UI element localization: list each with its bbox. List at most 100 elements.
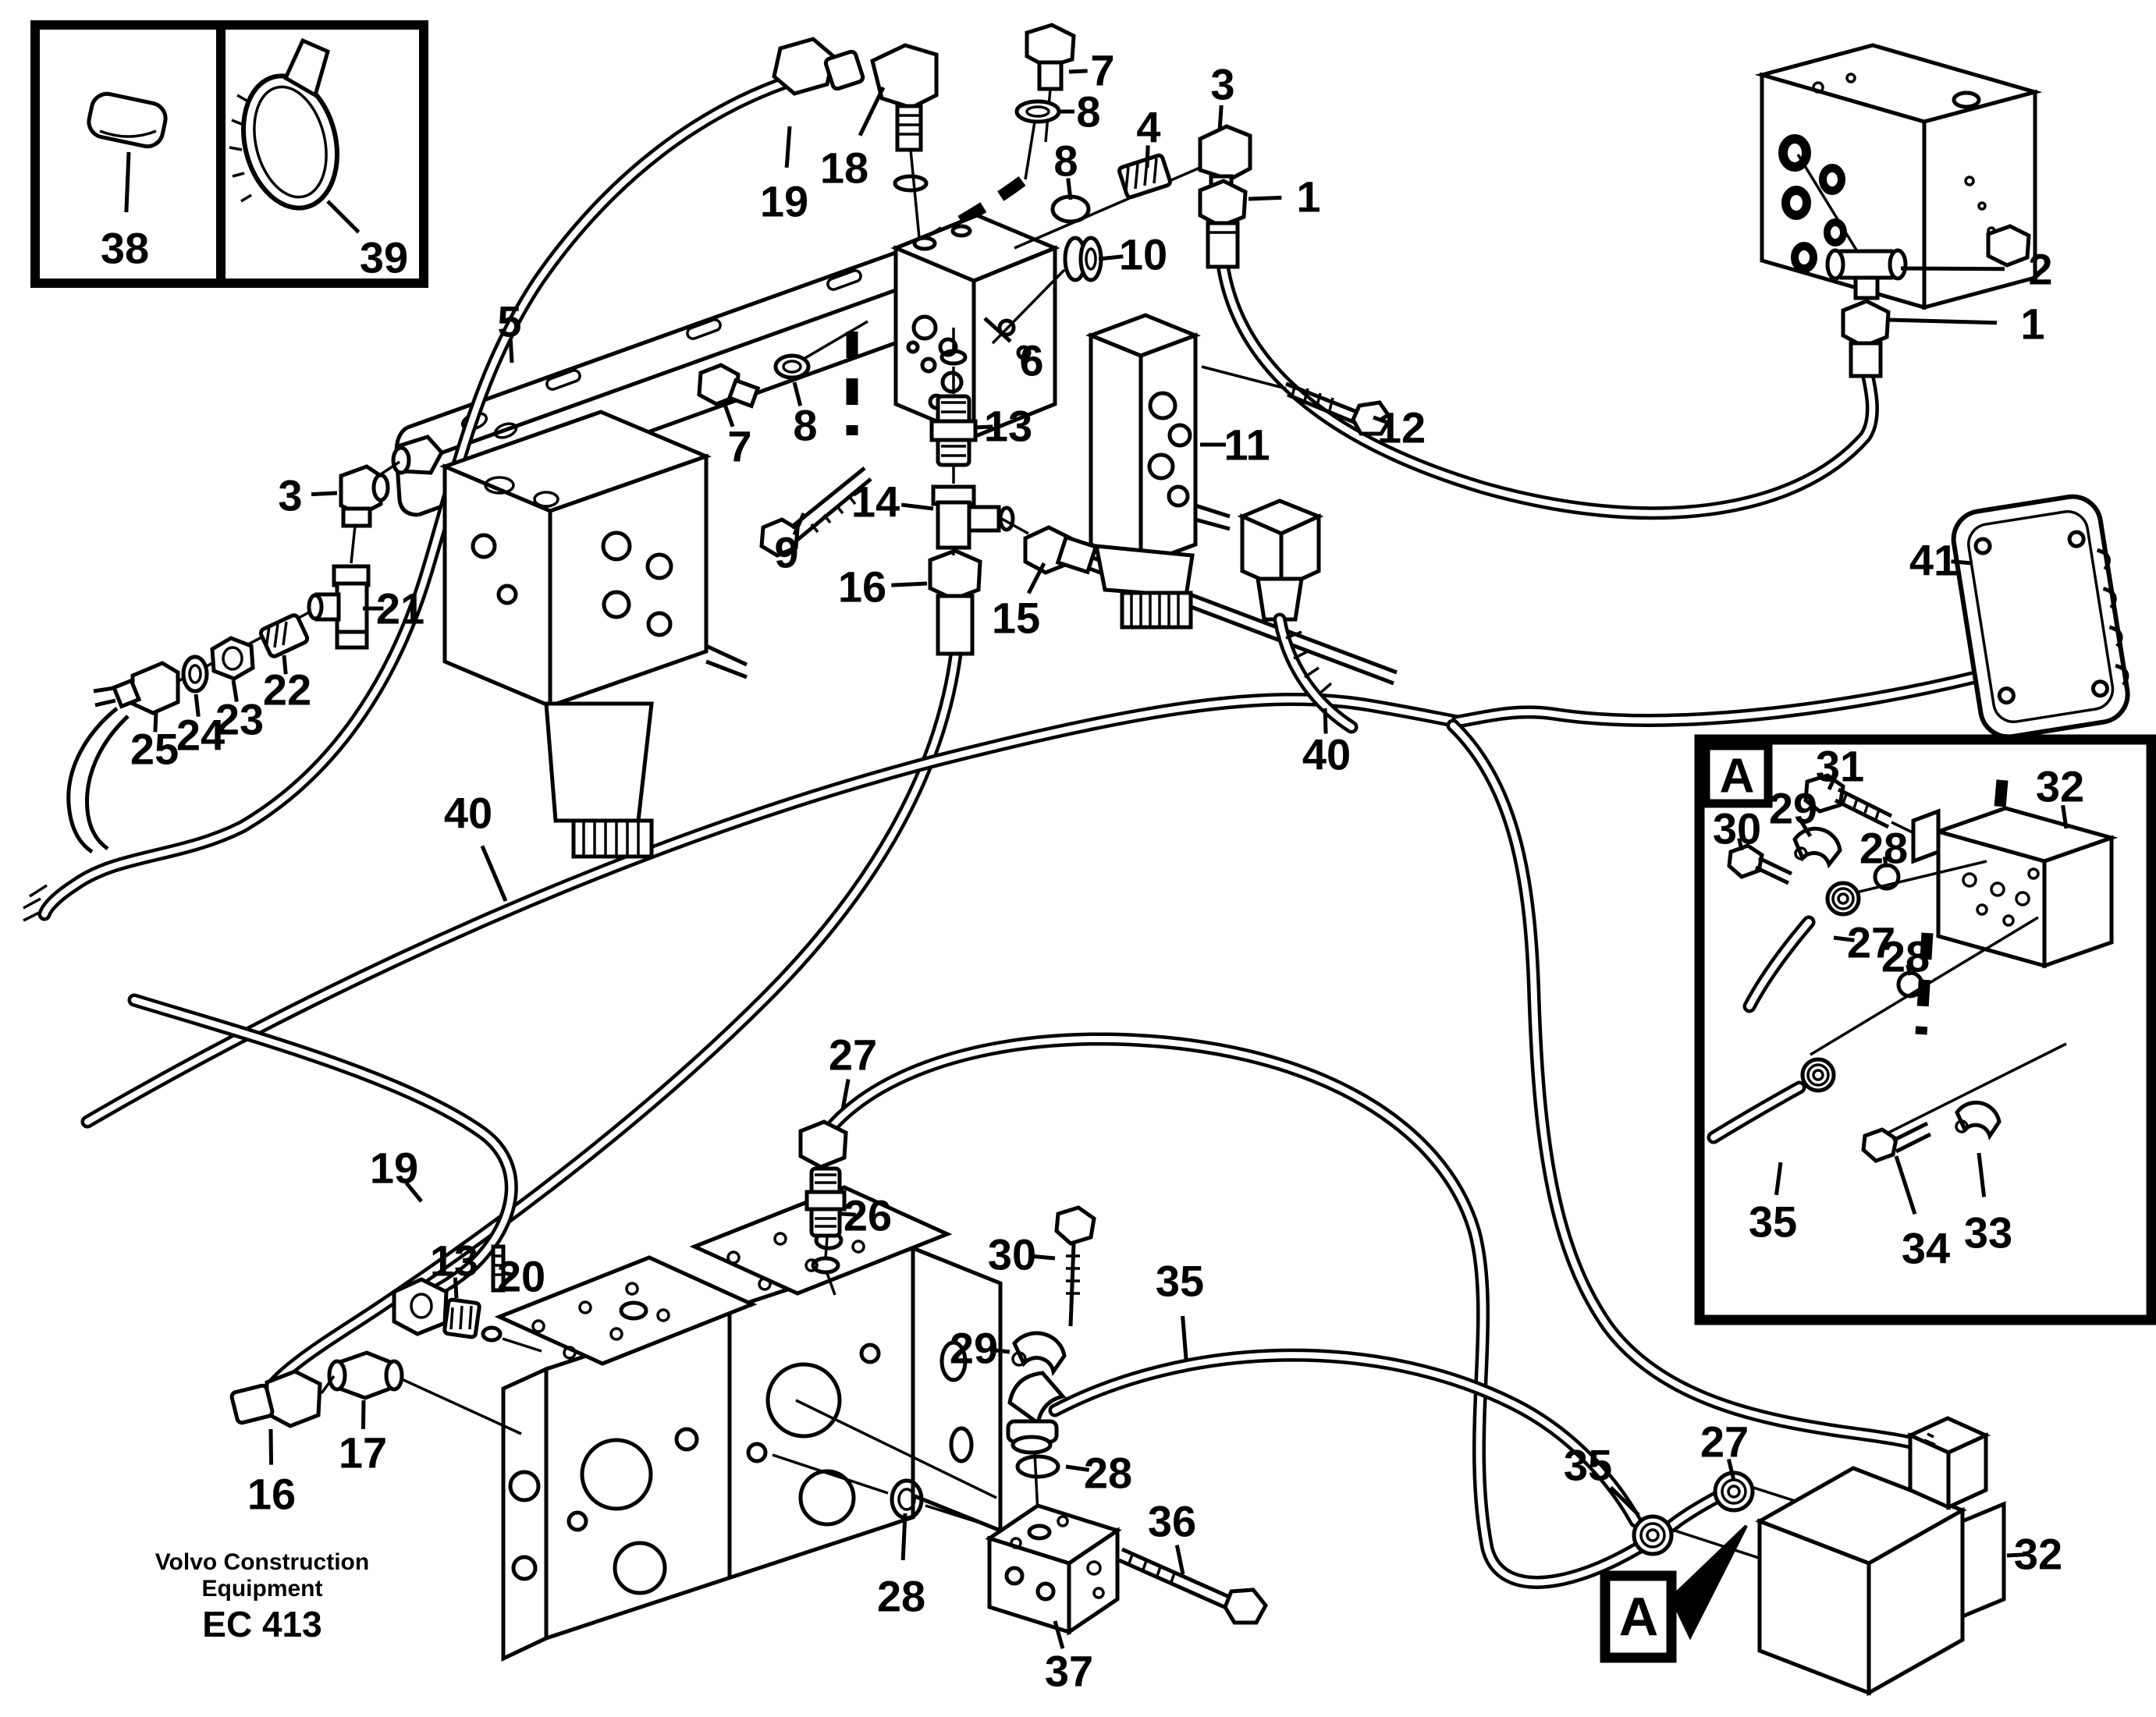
callout-15-26: 15 bbox=[992, 594, 1040, 643]
callout-38-0: 38 bbox=[101, 224, 149, 273]
reference-a-box: A bbox=[1600, 1524, 1748, 1663]
callout-leader-1-9 bbox=[1248, 195, 1282, 201]
callout-26-36: 26 bbox=[844, 1191, 892, 1240]
callout-12-28: 12 bbox=[1377, 403, 1426, 452]
callout-3-8: 3 bbox=[1210, 60, 1234, 109]
callout-6-19: 6 bbox=[1019, 336, 1043, 385]
bracket-5 bbox=[394, 222, 982, 517]
callout-leader-31-50 bbox=[1827, 775, 1837, 791]
callout-35-47: 35 bbox=[1564, 1441, 1612, 1490]
callout-leader-3-13 bbox=[311, 491, 338, 497]
callout-leader-35-47 bbox=[1609, 1486, 1640, 1517]
connector-cube bbox=[1905, 1416, 1991, 1510]
o-ring-28-right bbox=[1015, 1454, 1060, 1479]
callout-leader-1-11 bbox=[1888, 318, 1998, 325]
elbow-17 bbox=[327, 1350, 522, 1435]
inset-a-label: A bbox=[1720, 750, 1755, 804]
callout-leader-28-56 bbox=[1906, 964, 1913, 976]
callout-16-25: 16 bbox=[838, 562, 886, 612]
callout-28-46: 28 bbox=[877, 1572, 925, 1621]
elbow-into-37 bbox=[1006, 1371, 1067, 1514]
callout-leader-10-29 bbox=[1098, 254, 1124, 261]
callout-leader-5-12 bbox=[508, 339, 514, 364]
nut-13-bottom bbox=[392, 1277, 542, 1353]
callout-leader-17-41 bbox=[361, 1399, 366, 1429]
callout-31-50: 31 bbox=[1816, 742, 1864, 791]
callout-leader-28-43 bbox=[1065, 1464, 1090, 1472]
callout-30-53: 30 bbox=[1713, 804, 1761, 853]
nipple-13 bbox=[929, 328, 978, 484]
callout-leader-38-0 bbox=[124, 151, 131, 213]
callout-8-6: 8 bbox=[1053, 137, 1078, 186]
inset-dashed-lines bbox=[1915, 779, 2009, 1035]
callout-22-15: 22 bbox=[263, 665, 311, 715]
callout-leader-40-30 bbox=[480, 845, 508, 902]
washer-24 bbox=[181, 655, 209, 694]
callout-leader-33-59 bbox=[1977, 1152, 1987, 1197]
callout-37-45: 37 bbox=[1045, 1647, 1093, 1696]
tee-2 bbox=[1825, 248, 1908, 306]
callout-leader-8-6 bbox=[1066, 178, 1073, 200]
tee-14 bbox=[931, 484, 1015, 550]
callout-29-39: 29 bbox=[950, 1324, 998, 1373]
callout-28-43: 28 bbox=[1084, 1449, 1132, 1498]
brand-line2: Equipment bbox=[202, 1576, 323, 1602]
plug-25 bbox=[93, 661, 180, 715]
callout-leader-3-8 bbox=[1217, 105, 1224, 132]
inset-box-a: A bbox=[1694, 734, 2156, 1325]
callout-leader-35-57 bbox=[1774, 1162, 1783, 1196]
callout-leader-32-51 bbox=[2061, 804, 2069, 829]
callout-leader-19-33 bbox=[404, 1181, 423, 1203]
callout-28-56: 28 bbox=[1881, 932, 1930, 981]
callout-leader-27-48 bbox=[1726, 1458, 1736, 1481]
callout-30-38: 30 bbox=[988, 1230, 1036, 1279]
callout-20-35: 20 bbox=[497, 1252, 545, 1301]
connector-plug-square bbox=[1237, 498, 1359, 734]
callout-leader-28-54 bbox=[1882, 856, 1888, 868]
inset-bolt-34 bbox=[1861, 1042, 2067, 1163]
elbow-18 bbox=[870, 43, 939, 239]
hose-19-top bbox=[23, 74, 812, 922]
callout-11-27: 11 bbox=[1224, 420, 1270, 470]
callout-13-34: 13 bbox=[430, 1236, 478, 1286]
callout-25-18: 25 bbox=[130, 725, 179, 774]
elbow-3-left bbox=[339, 460, 400, 564]
callout-28-54: 28 bbox=[1859, 824, 1908, 873]
callout-10-29: 10 bbox=[1119, 230, 1167, 279]
callout-35-57: 35 bbox=[1749, 1197, 1797, 1247]
callout-23-16: 23 bbox=[215, 695, 264, 744]
callout-3-13: 3 bbox=[278, 471, 302, 520]
callout-5-12: 5 bbox=[497, 297, 521, 346]
fitting-26 bbox=[798, 1119, 848, 1296]
nut-23 bbox=[210, 636, 255, 681]
inset-block-32 bbox=[1911, 806, 2119, 969]
fitting-22 bbox=[258, 613, 310, 658]
callout-leader-41-32 bbox=[1951, 559, 1973, 566]
callout-leader-32-49 bbox=[2006, 1552, 2025, 1558]
callout-32-49: 32 bbox=[2014, 1530, 2062, 1579]
callout-leader-26-36 bbox=[840, 1211, 856, 1217]
legend-box bbox=[30, 20, 428, 288]
reference-a-label: A bbox=[1619, 1587, 1659, 1648]
cap-38 bbox=[87, 91, 168, 149]
stud-20 bbox=[491, 1244, 506, 1293]
clamp-29-bottom bbox=[1011, 1331, 1067, 1377]
callout-1-9: 1 bbox=[1296, 172, 1320, 222]
callout-leader-36-44 bbox=[1174, 1545, 1185, 1575]
callout-27-48: 27 bbox=[1700, 1417, 1749, 1467]
bolt-36 bbox=[1117, 1547, 1268, 1625]
port-fitting bbox=[391, 435, 445, 475]
plug-bolt-7-top bbox=[1025, 23, 1076, 143]
callout-19-2: 19 bbox=[760, 177, 808, 226]
nut-1-right bbox=[1841, 299, 1891, 378]
callout-leader-16-25 bbox=[891, 581, 928, 587]
callout-leader-15-26 bbox=[1026, 562, 1046, 594]
bolt-7-left bbox=[697, 363, 761, 409]
callout-leader-18-3 bbox=[858, 86, 886, 137]
callout-leader-13-34 bbox=[453, 1277, 459, 1299]
inset-clamp-33 bbox=[1955, 1100, 2001, 1141]
callout-18-3: 18 bbox=[820, 144, 868, 193]
